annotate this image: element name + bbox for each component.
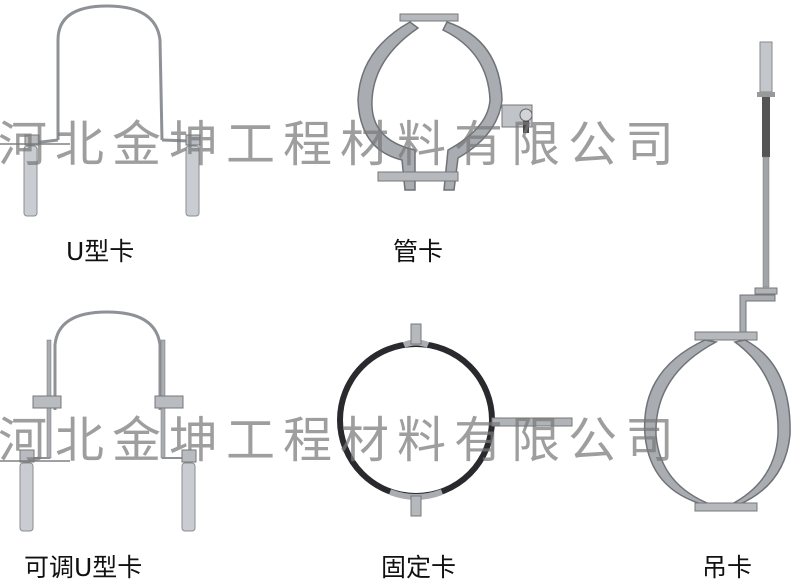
label-hanging-clamp: 吊卡	[702, 553, 753, 582]
label-u-clamp: U型卡	[66, 237, 135, 266]
u-clamp-icon	[23, 4, 201, 217]
fixed-clamp-icon	[337, 323, 573, 517]
product-hanging-clamp	[620, 20, 800, 540]
watermark-rule-bottom	[0, 460, 70, 462]
watermark-rule-top	[0, 143, 70, 145]
pipe-clamp-icon	[357, 13, 533, 191]
product-pipe-clamp	[330, 0, 560, 200]
label-fixed-clamp: 固定卡	[381, 553, 457, 582]
product-fixed-clamp	[320, 310, 573, 530]
product-adjustable-u-clamp	[0, 300, 260, 540]
label-adjustable-u-clamp: 可调U型卡	[24, 553, 143, 582]
hanging-clamp-icon	[643, 41, 791, 512]
adjustable-u-clamp-icon	[19, 310, 197, 532]
label-pipe-clamp: 管卡	[393, 237, 444, 266]
product-u-clamp	[0, 0, 260, 230]
